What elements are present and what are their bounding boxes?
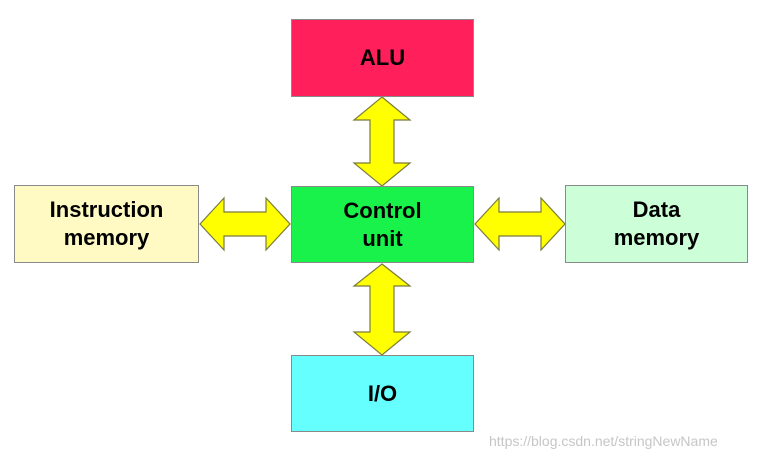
arrow-control-io [352, 263, 412, 356]
alu-box: ALU [291, 19, 474, 97]
instruction-memory-box: Instruction memory [14, 185, 199, 263]
data-memory-box: Data memory [565, 185, 748, 263]
arrow-alu-control [352, 96, 412, 187]
control-unit-box: Control unit [291, 186, 474, 263]
arrow-imem-control [199, 196, 291, 252]
io-box: I/O [291, 355, 474, 432]
arrow-control-dmem [474, 196, 566, 252]
watermark-text: https://blog.csdn.net/stringNewName [489, 433, 718, 449]
